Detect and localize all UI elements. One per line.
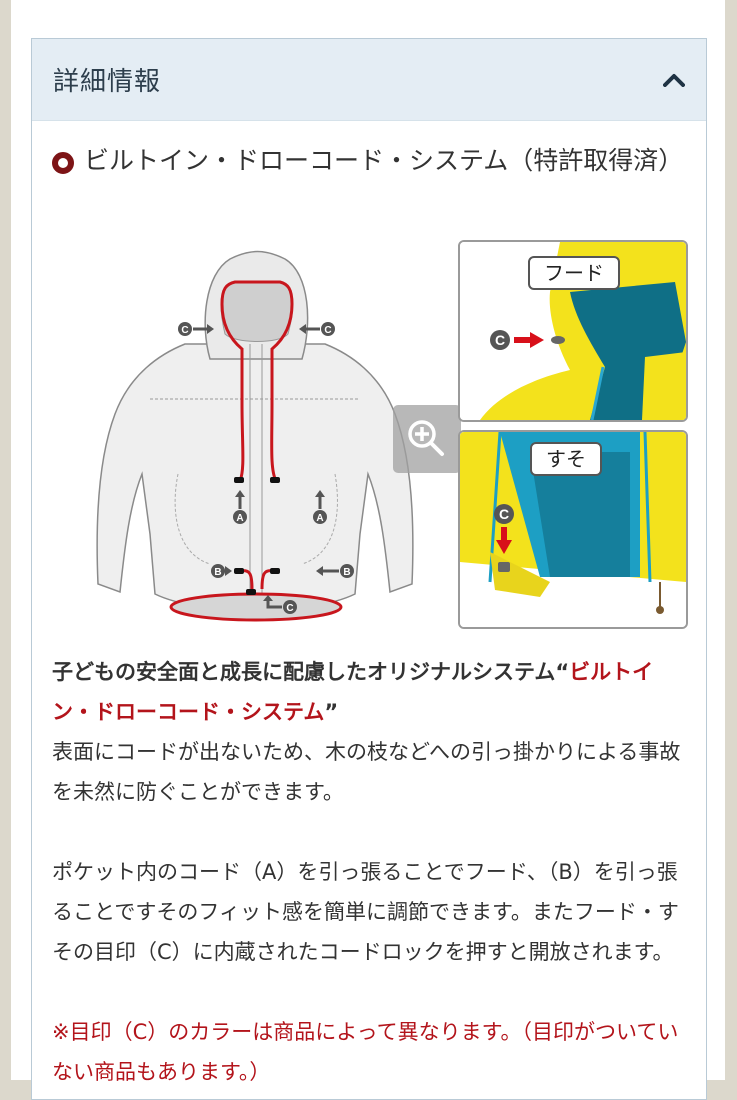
zoom-image-button[interactable] (393, 405, 461, 473)
label-c-hood-left: C (181, 325, 188, 336)
label-b-right: B (343, 567, 350, 578)
hood-photo[interactable]: C フード (458, 240, 688, 422)
chevron-up-icon[interactable] (660, 66, 688, 94)
lead-suffix: ” (324, 700, 339, 724)
detail-info-panel: 詳細情報 ビルトイン・ドローコード・システム（特許取得済） (31, 38, 707, 1100)
lead-highlight: ビルトイン・ドローコード・システム (52, 660, 654, 724)
label-a-left: A (236, 513, 243, 524)
drawcord-diagram[interactable]: C C A A B B (90, 244, 461, 622)
hood-label: フード (528, 256, 620, 290)
hood-photo-image: C (460, 242, 686, 420)
hem-photo-image: C (460, 432, 686, 627)
description-paragraph-1: 表面にコードが出ないため、木の枝などへの引っ掛かりによる事故を未然に防ぐことがで… (52, 740, 681, 804)
label-a-right: A (316, 513, 323, 524)
color-note: ※目印（C）のカラーは商品によって異なります。（目印がついていない商品もあります… (52, 1020, 679, 1084)
jacket-illustration: C C A A B B (96, 250, 414, 622)
detail-info-header[interactable]: 詳細情報 (32, 39, 706, 121)
page-card: 詳細情報 ビルトイン・ドローコード・システム（特許取得済） (11, 0, 725, 1100)
lead-text: 子どもの安全面と成長に配慮したオリジナルシステム“ビルトイン・ドローコード・シス… (52, 652, 692, 732)
description-paragraph-2: ポケット内のコード（A）を引っ張ることでフード、（B）を引っ張ることですそのフィ… (52, 860, 679, 964)
ring-bullet-icon (52, 152, 74, 174)
hem-photo[interactable]: C すそ (458, 430, 688, 629)
lead-prefix: 子どもの安全面と成長に配慮したオリジナルシステム“ (52, 660, 570, 684)
feature-heading: ビルトイン・ドローコード・システム（特許取得済） (52, 142, 684, 180)
hem-marker-label: C (499, 506, 509, 522)
label-b-left: B (214, 567, 221, 578)
zoom-in-icon (408, 420, 444, 456)
feature-title: ビルトイン・ドローコード・システム（特許取得済） (84, 146, 684, 175)
label-c-hem: C (286, 603, 293, 614)
hood-marker-label: C (495, 332, 505, 348)
hem-label: すそ (530, 442, 602, 476)
label-c-hood-right: C (324, 325, 331, 336)
panel-title: 詳細情報 (53, 67, 162, 97)
